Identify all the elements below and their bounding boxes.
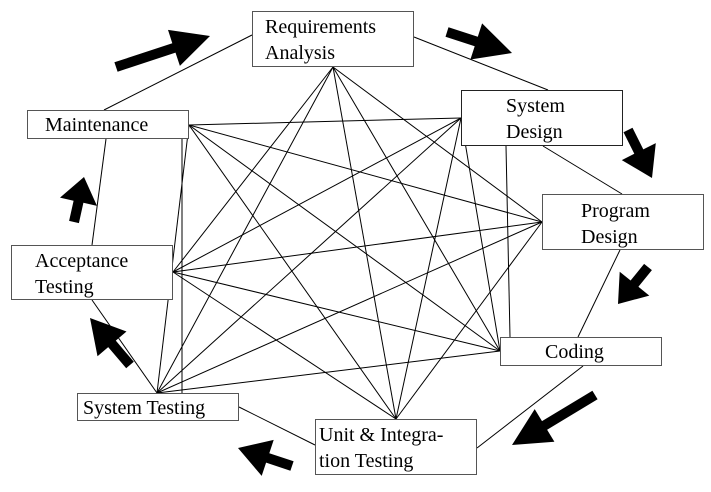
node-label-line: Testing [35, 276, 94, 298]
node-label-line: Acceptance [35, 250, 129, 272]
ring-edge [103, 34, 253, 111]
arrow-icon-acceptance-testing-to-maintenance [60, 177, 97, 224]
edge-program-design-system-testing [156, 221, 543, 394]
node-program-design: Program Design [542, 194, 704, 250]
ring-edge [542, 145, 623, 195]
edge-system-design-maintenance [188, 117, 462, 126]
node-label-line: Unit & Integra- [319, 424, 444, 446]
edge-system-design-unit-integration-testing [395, 117, 462, 420]
edge-coding-acceptance-testing [172, 271, 501, 352]
edge-requirements-acceptance-testing [172, 66, 334, 273]
node-label-line: System [506, 95, 565, 117]
edge-requirements-unit-integration-testing [332, 66, 397, 420]
ring-edge [91, 299, 158, 394]
node-unit-integration-testing: Unit & Integra- tion Testing [315, 419, 477, 475]
edge-unit-integration-testing-acceptance-testing [172, 271, 397, 420]
ring-edge [476, 365, 584, 449]
node-label-line: System Testing [83, 397, 206, 419]
node-label-line: Maintenance [45, 114, 149, 136]
node-coding: Coding [500, 337, 662, 366]
edge-system-testing-maintenance [156, 124, 190, 394]
edge-system-design-system-testing [156, 117, 462, 394]
arrow-icon-unit-integration-testing-to-system-testing [238, 439, 294, 476]
arrow-icon-maintenance-to-requirements [114, 29, 210, 72]
node-system-testing: System Testing [77, 393, 239, 421]
node-system-design: System Design [461, 90, 623, 146]
edge-system-design-coding [460, 117, 501, 352]
arrow-icon-requirements-to-system-design [445, 23, 512, 60]
ring-edge [505, 145, 511, 338]
ring-edge [238, 406, 316, 446]
ring-edge [577, 249, 621, 338]
node-label-line: tion Testing [319, 450, 414, 472]
edge-unit-integration-testing-maintenance [188, 124, 397, 420]
edge-program-design-maintenance [188, 124, 543, 223]
node-requirements-analysis: Requirements Analysis [252, 11, 414, 67]
node-maintenance: Maintenance [27, 110, 189, 139]
node-acceptance-testing: Acceptance Testing [11, 245, 173, 300]
arrow-icon-coding-to-unit-integration-testing [512, 390, 598, 445]
arrow-icon-system-design-to-program-design [621, 127, 656, 178]
edge-program-design-unit-integration-testing [395, 221, 543, 420]
edge-system-design-acceptance-testing [172, 117, 462, 273]
node-label-line: Design [581, 226, 638, 248]
ring-edge [413, 36, 549, 91]
edge-coding-system-testing [156, 350, 501, 394]
node-label-line: Requirements [265, 16, 377, 38]
node-label-line: Coding [545, 341, 604, 363]
arrow-icon-program-design-to-coding [618, 263, 652, 304]
edge-coding-maintenance [188, 124, 501, 352]
edge-requirements-system-testing [156, 66, 334, 394]
node-label-line: Program [581, 200, 650, 222]
ring-edge [91, 138, 107, 246]
node-label-line: Design [506, 121, 563, 143]
arrow-icon-system-testing-to-acceptance-testing [90, 318, 134, 369]
edge-requirements-coding [332, 66, 501, 352]
node-label-line: Analysis [265, 42, 335, 64]
